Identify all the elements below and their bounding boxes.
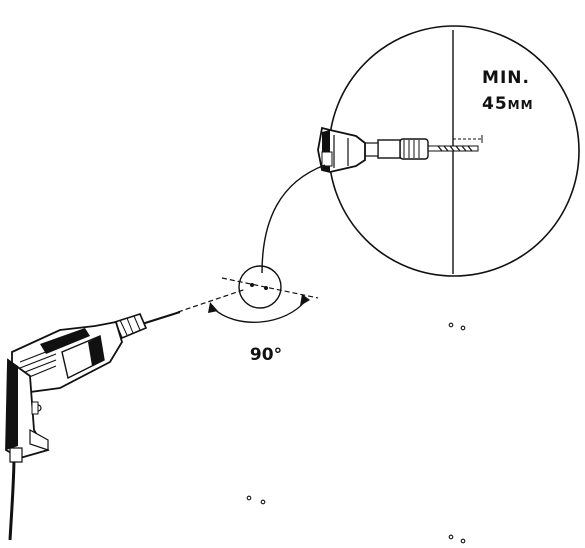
angle-arrow-right <box>300 294 310 306</box>
wall-dot-pair-1 <box>448 322 466 331</box>
drill-bit <box>141 311 181 325</box>
drill-bit-icon <box>427 145 479 152</box>
min-depth-line2: 45MM <box>482 94 534 114</box>
angle-arrow-left <box>208 302 218 313</box>
angle-label: 90° <box>250 345 282 365</box>
wall-dot-pair-3 <box>448 534 466 544</box>
drill-mark-b <box>264 286 268 290</box>
min-depth-unit: MM <box>508 98 534 112</box>
drill-icon <box>5 288 247 541</box>
drill-nose-detail <box>317 126 366 173</box>
power-cord-icon <box>8 455 16 541</box>
wall-line-dashed <box>221 277 319 299</box>
drill-mark-a <box>250 283 254 287</box>
min-depth-value: 45 <box>482 94 508 114</box>
magnified-detail: MIN. 45MM <box>317 25 580 277</box>
wall-dot-pair-2 <box>246 495 266 505</box>
magnifier-leader-line <box>261 164 326 274</box>
drill-point-detail: 90° <box>208 265 319 365</box>
drill-axis-dashed <box>177 288 247 313</box>
angle-arc <box>212 299 307 323</box>
focus-circle <box>238 265 282 309</box>
min-depth-line1: MIN. <box>482 68 530 88</box>
